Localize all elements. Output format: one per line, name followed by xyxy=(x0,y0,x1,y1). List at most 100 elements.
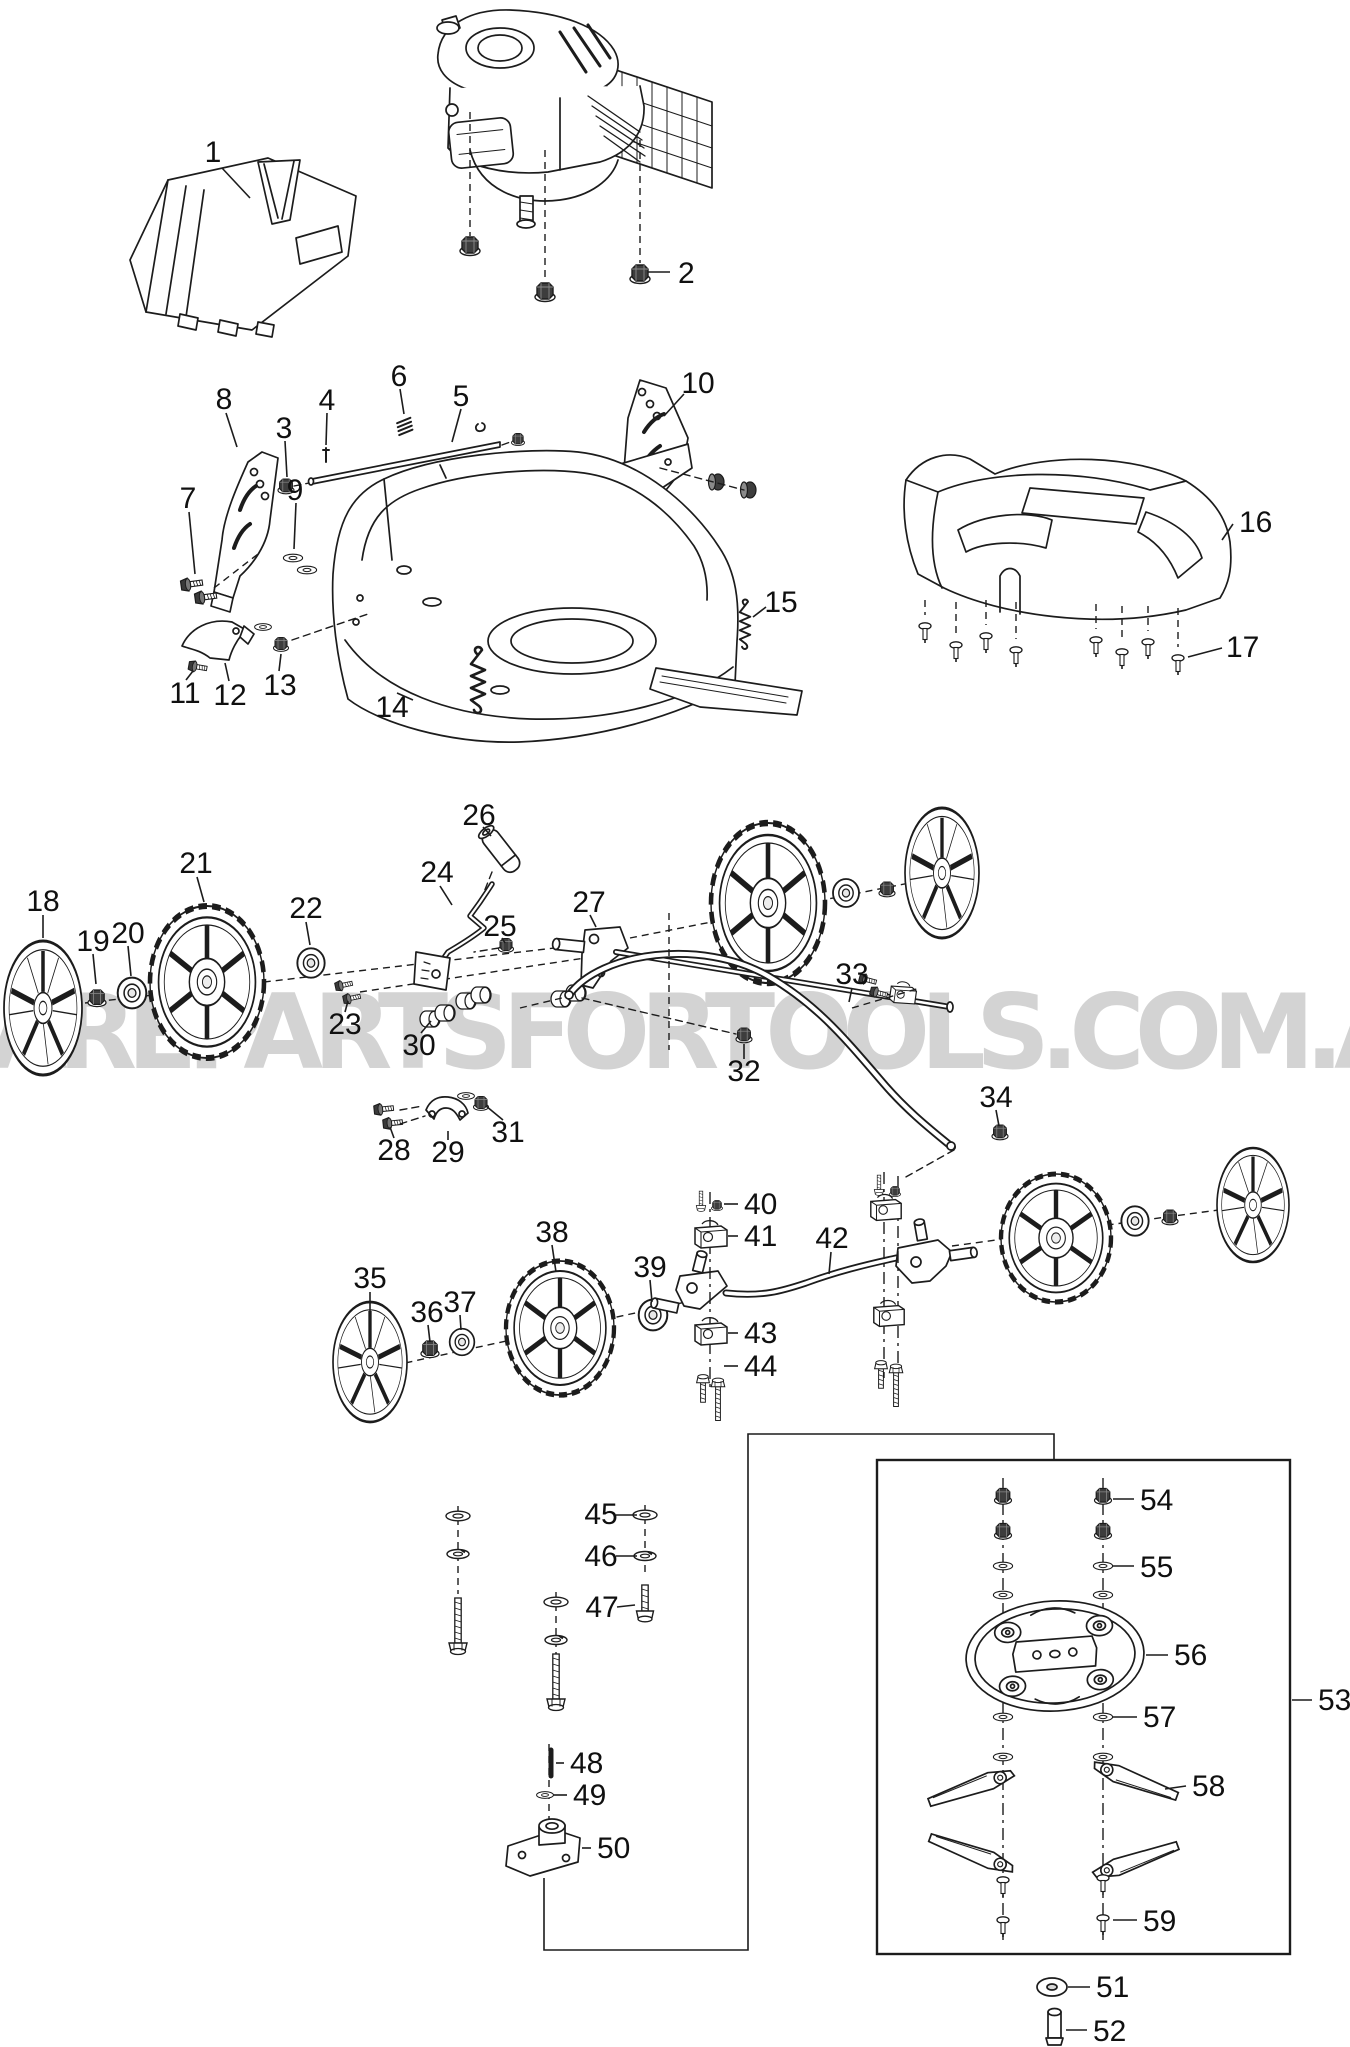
nut-19 xyxy=(87,989,107,1008)
callout-55: 55 xyxy=(1140,1551,1173,1584)
callout-2: 2 xyxy=(678,257,695,290)
callout-29: 29 xyxy=(431,1136,464,1169)
callout-39: 39 xyxy=(633,1251,666,1284)
front-right-nut xyxy=(878,881,896,898)
callout-15: 15 xyxy=(764,586,797,619)
callout-labels: 1 2 3 4 5 6 7 8 9 10 11 12 13 14 15 16 1… xyxy=(26,136,1350,2047)
callout-52: 52 xyxy=(1093,2015,1126,2047)
callout-4: 4 xyxy=(319,384,336,417)
callout-42: 42 xyxy=(815,1222,848,1255)
rear-right-hubcap xyxy=(1217,1148,1289,1262)
axle-brackets-40-44 xyxy=(694,1172,905,1422)
swing-blades-58 xyxy=(925,1756,1182,1885)
hubcap-18 xyxy=(4,941,82,1075)
callout-20: 20 xyxy=(111,917,144,950)
callout-10: 10 xyxy=(681,367,714,400)
callout-23: 23 xyxy=(328,1008,361,1041)
leader-lines xyxy=(42,167,1312,2031)
callout-40: 40 xyxy=(744,1188,777,1221)
callout-6: 6 xyxy=(391,360,408,393)
callout-53: 53 xyxy=(1318,1684,1350,1717)
callout-51: 51 xyxy=(1096,1971,1129,2004)
engine-mount-nuts-2 xyxy=(459,112,651,303)
pivot-bracket-28-29-31 xyxy=(372,1092,490,1131)
washer-49 xyxy=(536,1791,554,1799)
engine-cover-1 xyxy=(129,157,357,338)
callout-37: 37 xyxy=(443,1286,476,1319)
callout-19: 19 xyxy=(76,925,109,958)
callout-57: 57 xyxy=(1143,1701,1176,1734)
engine-2 xyxy=(436,9,713,229)
bracket-8-hardware-7-9 xyxy=(179,553,318,606)
front-axle-assembly xyxy=(4,808,979,1075)
stabilizer-rod-5-6 xyxy=(277,416,526,495)
blade-adapter-50 xyxy=(505,1818,581,1877)
bolt-52 xyxy=(1045,2007,1064,2046)
callout-14: 14 xyxy=(375,691,408,724)
handle-lower-bracket-11-12-13 xyxy=(181,613,369,675)
callout-24: 24 xyxy=(420,856,453,889)
callout-43: 43 xyxy=(744,1317,777,1350)
blade-mount-hardware xyxy=(445,1433,1055,1951)
rear-cover-16 xyxy=(903,454,1232,621)
callout-38: 38 xyxy=(535,1216,568,1249)
callout-36: 36 xyxy=(410,1296,443,1329)
nut-36 xyxy=(420,1340,440,1359)
bearing-20 xyxy=(116,976,148,1010)
callout-18: 18 xyxy=(26,885,59,918)
callout-30: 30 xyxy=(402,1029,435,1062)
callout-11: 11 xyxy=(169,677,200,710)
callout-35: 35 xyxy=(353,1262,386,1295)
height-adjuster-24-25-26 xyxy=(413,824,521,991)
callout-45: 45 xyxy=(584,1498,617,1531)
callout-56: 56 xyxy=(1174,1639,1207,1672)
callout-41: 41 xyxy=(744,1220,777,1253)
front-right-hubcap xyxy=(905,808,979,938)
rear-axle-assembly xyxy=(333,1148,1289,1422)
callout-44: 44 xyxy=(744,1350,777,1383)
callout-16: 16 xyxy=(1239,506,1272,539)
callout-46: 46 xyxy=(584,1540,617,1573)
deck-housing-14 xyxy=(331,449,803,743)
callout-59: 59 xyxy=(1143,1905,1176,1938)
callout-7: 7 xyxy=(180,482,197,515)
wheel-21 xyxy=(150,906,264,1058)
callout-28: 28 xyxy=(377,1134,410,1167)
front-right-bearing xyxy=(832,878,860,908)
callout-9: 9 xyxy=(287,474,304,507)
callout-31: 31 xyxy=(491,1116,524,1149)
blade-bolt-51-52 xyxy=(1036,1977,1068,2046)
lockwasher-46 xyxy=(633,1550,657,1562)
callout-13: 13 xyxy=(263,669,296,702)
blade-kit-box-53 xyxy=(875,1458,1292,1956)
callout-54: 54 xyxy=(1140,1484,1173,1517)
blade-carrier-56 xyxy=(965,1600,1145,1712)
callout-5: 5 xyxy=(453,380,470,413)
axle-bushings-30 xyxy=(419,972,921,1028)
callout-21: 21 xyxy=(179,847,212,880)
callout-49: 49 xyxy=(573,1779,606,1812)
callout-33: 33 xyxy=(835,958,868,991)
callout-27: 27 xyxy=(572,886,605,919)
wheel-38 xyxy=(506,1261,614,1395)
callout-48: 48 xyxy=(570,1747,603,1780)
callout-26: 26 xyxy=(462,799,495,832)
bearing-22 xyxy=(296,947,326,979)
handle-tube-33 xyxy=(564,949,1009,1179)
callout-3: 3 xyxy=(276,412,293,445)
bolt-47 xyxy=(635,1584,655,1623)
rear-cover-screws-17 xyxy=(918,600,1185,676)
rear-right-bearing xyxy=(1120,1205,1150,1237)
rear-right-nut xyxy=(1161,1209,1179,1226)
callout-47: 47 xyxy=(585,1591,618,1624)
callout-34: 34 xyxy=(979,1081,1012,1114)
bearing-37 xyxy=(448,1327,476,1357)
callout-22: 22 xyxy=(289,892,322,925)
callout-1: 1 xyxy=(205,136,222,169)
callout-25: 25 xyxy=(483,910,516,943)
callout-58: 58 xyxy=(1192,1770,1225,1803)
callout-8: 8 xyxy=(216,383,233,416)
handle-bracket-8 xyxy=(210,451,279,613)
